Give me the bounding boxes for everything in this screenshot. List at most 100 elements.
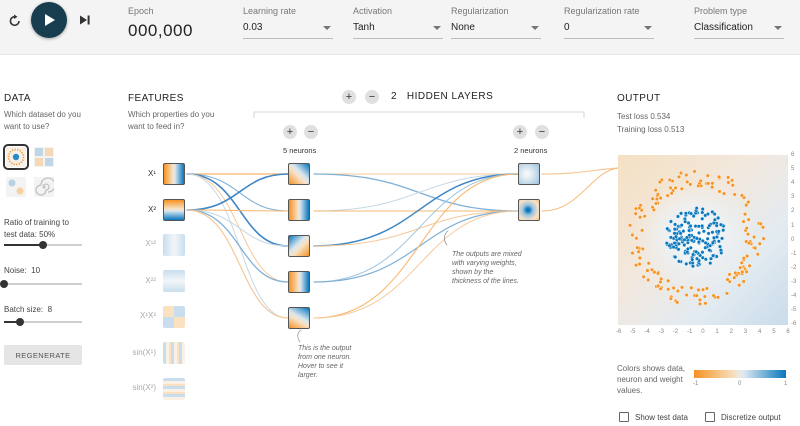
data-point — [711, 293, 716, 298]
data-point — [655, 192, 660, 197]
activation-select[interactable]: Tanh — [353, 21, 443, 39]
data-point — [678, 171, 683, 176]
data-point — [744, 239, 749, 244]
noise-slider-handle[interactable] — [0, 280, 8, 288]
noise-label: Noise: 10 — [4, 266, 40, 275]
ratio-label: Ratio of training to test data: 50% — [4, 217, 84, 241]
batch-slider-fill — [4, 321, 20, 323]
data-point — [685, 250, 690, 255]
colorbar-tick-zero: 0 — [738, 381, 742, 387]
learning-rate-select[interactable]: 0.03 — [243, 21, 333, 39]
feature-x1-squared[interactable] — [163, 234, 185, 256]
data-point — [628, 223, 633, 228]
data-point — [694, 293, 699, 298]
y-tick: -1 — [791, 250, 797, 257]
feature-label-x2: X² — [148, 205, 156, 214]
show-test-data-toggle[interactable]: Show test data — [619, 412, 688, 422]
reset-icon — [9, 14, 20, 27]
noise-slider[interactable] — [0, 280, 82, 288]
neuron-l2-1[interactable] — [518, 163, 540, 185]
feature-label-x1: X¹ — [148, 169, 156, 178]
show-test-data-checkbox[interactable] — [619, 412, 629, 422]
play-button[interactable] — [31, 2, 67, 38]
remove-layer-button[interactable]: − — [365, 90, 379, 104]
data-point — [710, 181, 715, 186]
feature-sin-x1[interactable] — [163, 342, 185, 364]
neuron-l1-5[interactable] — [288, 307, 310, 329]
data-point — [686, 220, 691, 225]
data-point — [637, 205, 642, 210]
data-point — [739, 260, 744, 265]
regenerate-button[interactable]: REGENERATE — [4, 345, 82, 365]
data-point — [650, 267, 655, 272]
ratio-slider-handle[interactable] — [39, 241, 47, 249]
data-point — [692, 169, 697, 174]
neuron-l1-4[interactable] — [288, 271, 310, 293]
step-icon — [80, 15, 90, 25]
data-point — [679, 186, 684, 191]
features-title: FEATURES — [128, 93, 184, 104]
feature-x2-squared[interactable] — [163, 270, 185, 292]
hidden-layers-label: HIDDEN LAYERS — [406, 91, 494, 102]
feature-x2[interactable] — [163, 199, 185, 221]
data-point — [761, 225, 766, 230]
neuron-l1-2[interactable] — [288, 199, 310, 221]
dataset-gaussian[interactable] — [6, 177, 26, 197]
batch-slider[interactable] — [4, 318, 82, 326]
data-point — [718, 248, 723, 253]
play-icon — [45, 14, 55, 26]
dataset-xor[interactable] — [34, 147, 54, 167]
add-neuron-layer2-button[interactable]: + — [513, 125, 527, 139]
x-tick: -3 — [658, 329, 664, 335]
data-point — [691, 252, 696, 257]
data-point — [657, 180, 662, 185]
data-point — [671, 245, 676, 250]
batch-slider-handle[interactable] — [15, 318, 24, 326]
data-point — [717, 189, 722, 194]
chevron-down-icon — [644, 26, 652, 30]
neuron-l2-2[interactable] — [518, 199, 540, 221]
feature-sin-x2[interactable] — [163, 378, 185, 400]
data-point — [689, 285, 694, 290]
dataset-circle[interactable] — [3, 144, 29, 170]
data-point — [727, 272, 732, 277]
data-point — [664, 241, 669, 246]
feature-label-x2-squared: X²² — [145, 276, 156, 285]
reset-button[interactable] — [4, 10, 26, 32]
regularization-rate-select[interactable]: 0 — [564, 21, 654, 39]
data-point — [687, 233, 692, 238]
link — [541, 167, 619, 175]
neuron-l1-3[interactable] — [288, 235, 310, 257]
y-tick: -2 — [791, 264, 797, 271]
data-point — [634, 236, 639, 241]
y-tick: 4 — [791, 180, 795, 187]
add-neuron-layer1-button[interactable]: + — [283, 125, 297, 139]
regularization-rate-control: Regularization rate 0 — [564, 6, 654, 39]
x-tick: 4 — [758, 329, 762, 335]
neuron-l1-1[interactable] — [288, 163, 310, 185]
add-layer-button[interactable]: + — [342, 90, 356, 104]
link — [186, 209, 289, 283]
y-tick: 3 — [791, 194, 795, 201]
y-tick: -4 — [791, 293, 797, 299]
regularization-select[interactable]: None — [451, 21, 541, 39]
discretize-output-checkbox[interactable] — [705, 412, 715, 422]
spiral-dataset-thumbnail — [34, 177, 56, 197]
remove-neuron-layer2-button[interactable]: − — [535, 125, 549, 139]
remove-neuron-layer1-button[interactable]: − — [304, 125, 318, 139]
step-button[interactable] — [76, 10, 94, 30]
data-point — [746, 217, 751, 222]
ratio-slider[interactable] — [4, 241, 82, 249]
dataset-spiral[interactable] — [34, 177, 56, 197]
data-point — [679, 223, 684, 228]
problem-type-select[interactable]: Classification — [694, 21, 784, 39]
ratio-slider-fill — [4, 244, 43, 246]
feature-label-sin-x2: sin(X²) — [132, 383, 156, 392]
link — [313, 173, 519, 283]
data-point — [700, 223, 705, 228]
feature-x1[interactable] — [163, 163, 185, 185]
feature-x1x2[interactable] — [163, 306, 185, 328]
discretize-output-toggle[interactable]: Discretize output — [705, 412, 781, 422]
data-point — [653, 188, 658, 193]
